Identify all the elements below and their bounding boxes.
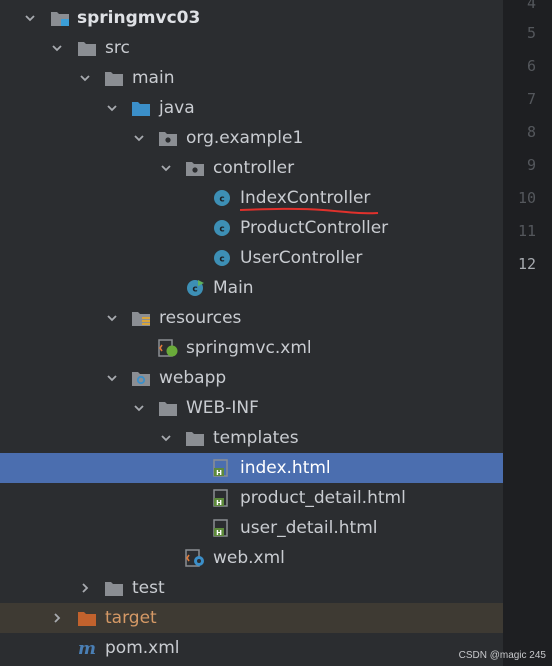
line-number: 4	[526, 0, 536, 12]
java-main-class-icon: c	[185, 279, 205, 297]
folder-icon	[185, 429, 205, 447]
tree-item-java[interactable]: java	[0, 93, 503, 123]
chevron-down-icon[interactable]	[158, 153, 174, 183]
folder-icon	[77, 39, 97, 57]
tree-item-label: src	[105, 38, 130, 58]
java-class-icon: c	[212, 219, 232, 237]
svg-text:H: H	[216, 469, 222, 477]
tree-item-target[interactable]: target	[0, 603, 503, 633]
tree-item-src[interactable]: src	[0, 33, 503, 63]
tree-item-indexcontroller[interactable]: c IndexController	[0, 183, 503, 213]
line-number: 5	[526, 24, 536, 42]
tree-item-label: springmvc03	[77, 8, 201, 28]
tree-item-label: IndexController	[240, 188, 371, 208]
tree-item-label: user_detail.html	[240, 518, 378, 538]
folder-icon	[104, 579, 124, 597]
package-icon	[185, 159, 205, 177]
tree-item-label: controller	[213, 158, 295, 178]
chevron-down-icon[interactable]	[158, 423, 174, 453]
line-number: 8	[526, 123, 536, 141]
java-class-icon: c	[212, 189, 232, 207]
web-folder-icon	[131, 369, 151, 387]
editor-line-gutter: 4 5 6 7 8 9 10 11 12	[503, 0, 552, 666]
tree-item-resources[interactable]: resources	[0, 303, 503, 333]
tree-item-productcontroller[interactable]: c ProductController	[0, 213, 503, 243]
chevron-down-icon[interactable]	[104, 93, 120, 123]
web-xml-icon	[185, 549, 205, 567]
svg-text:c: c	[219, 255, 224, 265]
line-number: 9	[526, 156, 536, 174]
svg-text:H: H	[216, 499, 222, 507]
tree-item-springmvc03[interactable]: springmvc03	[0, 3, 503, 33]
tree-item-label: webapp	[159, 368, 227, 388]
svg-text:m: m	[78, 639, 96, 657]
chevron-down-icon[interactable]	[131, 123, 147, 153]
svg-text:c: c	[192, 285, 197, 295]
line-number: 6	[526, 57, 536, 75]
excluded-folder-icon	[77, 609, 97, 627]
folder-icon	[158, 399, 178, 417]
chevron-right-icon[interactable]	[49, 603, 65, 633]
chevron-down-icon[interactable]	[104, 303, 120, 333]
svg-text:c: c	[219, 195, 224, 205]
tree-item-web-inf[interactable]: WEB-INF	[0, 393, 503, 423]
chevron-down-icon[interactable]	[104, 363, 120, 393]
tree-item-label: index.html	[240, 458, 331, 478]
tree-item-org-example1[interactable]: org.example1	[0, 123, 503, 153]
tree-item-pom-xml[interactable]: m pom.xml	[0, 633, 503, 663]
tree-item-label: ProductController	[240, 218, 389, 238]
tree-item-label: org.example1	[186, 128, 304, 148]
annotation-underline	[239, 207, 379, 215]
chevron-right-icon[interactable]	[77, 573, 93, 603]
tree-item-label: main	[132, 68, 175, 88]
tree-item-label: templates	[213, 428, 299, 448]
tree-item-label: target	[105, 608, 157, 628]
tree-item-index-html[interactable]: H index.html	[0, 453, 503, 483]
tree-item-test[interactable]: test	[0, 573, 503, 603]
tree-item-label: springmvc.xml	[186, 338, 312, 358]
tree-item-label: web.xml	[213, 548, 285, 568]
watermark: CSDN @magic 245	[458, 650, 546, 661]
folder-icon	[104, 69, 124, 87]
tree-item-web-xml[interactable]: web.xml	[0, 543, 503, 573]
tree-item-webapp[interactable]: webapp	[0, 363, 503, 393]
tree-item-label: resources	[159, 308, 242, 328]
package-icon	[158, 129, 178, 147]
line-number: 10	[517, 189, 536, 207]
tree-item-springmvc-xml[interactable]: springmvc.xml	[0, 333, 503, 363]
chevron-down-icon[interactable]	[131, 393, 147, 423]
tree-item-label: java	[159, 98, 195, 118]
line-number: 11	[517, 222, 536, 240]
svg-text:H: H	[216, 529, 222, 537]
tree-item-label: test	[132, 578, 165, 598]
source-root-folder-icon	[131, 99, 151, 117]
html-file-icon: H	[212, 519, 232, 537]
maven-icon: m	[77, 639, 97, 657]
chevron-down-icon[interactable]	[22, 3, 38, 33]
tree-item-label: UserController	[240, 248, 363, 268]
tree-item-label: pom.xml	[105, 638, 180, 658]
line-number: 7	[526, 90, 536, 108]
tree-item-label: product_detail.html	[240, 488, 406, 508]
tree-item-product-detail-html[interactable]: H product_detail.html	[0, 483, 503, 513]
tree-item-usercontroller[interactable]: c UserController	[0, 243, 503, 273]
tree-item-templates[interactable]: templates	[0, 423, 503, 453]
svg-text:c: c	[219, 225, 224, 235]
tree-item-main[interactable]: main	[0, 63, 503, 93]
tree-item-controller[interactable]: controller	[0, 153, 503, 183]
tree-item-user-detail-html[interactable]: H user_detail.html	[0, 513, 503, 543]
html-file-icon: H	[212, 489, 232, 507]
tree-item-main-class[interactable]: c Main	[0, 273, 503, 303]
current-line-number: 12	[517, 255, 536, 273]
tree-item-label: WEB-INF	[186, 398, 259, 418]
chevron-down-icon[interactable]	[49, 33, 65, 63]
tree-item-label: Main	[213, 278, 254, 298]
module-folder-icon	[50, 9, 70, 27]
project-tree: springmvc03 src main java org.example1 c…	[0, 3, 503, 663]
chevron-down-icon[interactable]	[77, 63, 93, 93]
spring-xml-icon	[158, 339, 178, 357]
html-file-icon: H	[212, 459, 232, 477]
java-class-icon: c	[212, 249, 232, 267]
resources-folder-icon	[131, 309, 151, 327]
